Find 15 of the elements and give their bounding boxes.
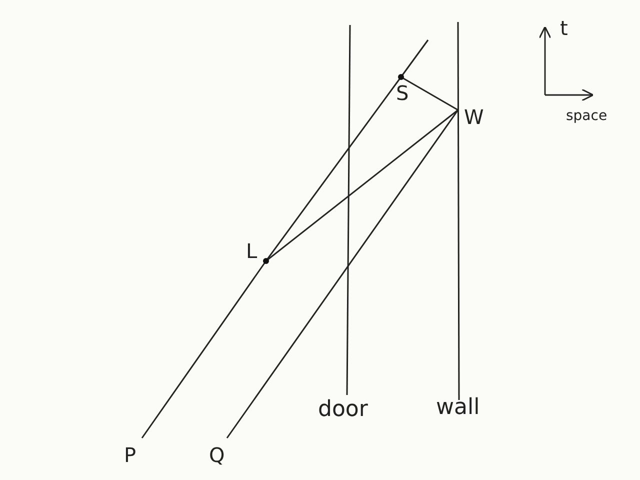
worldline bbox=[141, 260, 267, 438]
worldline bbox=[400, 40, 429, 78]
event-letter: P bbox=[124, 444, 136, 466]
axis-label: t bbox=[560, 16, 568, 40]
door-label: door bbox=[318, 398, 368, 422]
worldline bbox=[266, 109, 458, 262]
worldline bbox=[226, 110, 459, 438]
event-letter: L bbox=[246, 240, 258, 262]
event-letter: S bbox=[396, 82, 409, 104]
event-letter: Q bbox=[209, 444, 225, 466]
axis-label: space bbox=[566, 107, 608, 126]
event-letter: W bbox=[464, 106, 484, 128]
worldline bbox=[265, 76, 402, 262]
worldline bbox=[400, 76, 458, 111]
wall-label: wall bbox=[436, 396, 480, 420]
